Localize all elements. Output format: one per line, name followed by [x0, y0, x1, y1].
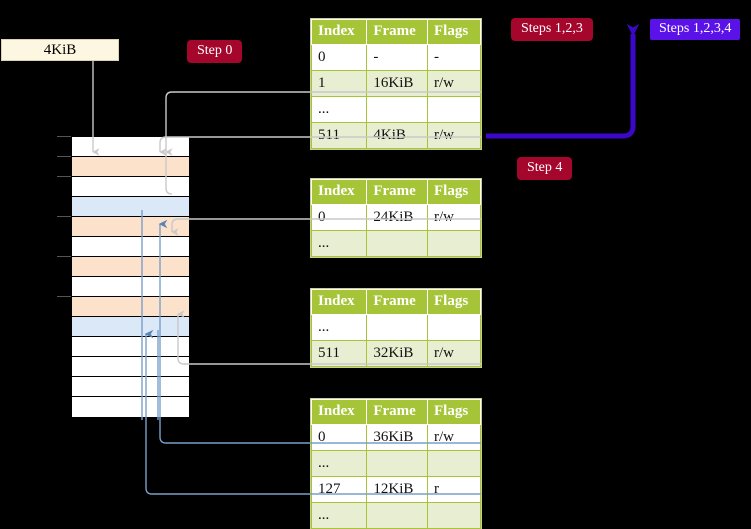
- memory-frame-cell: [71, 136, 190, 158]
- cell-frame: [366, 502, 428, 529]
- memory-frame-cell: [71, 196, 190, 218]
- cell-flags: [426, 96, 482, 123]
- table-row: ...: [310, 96, 482, 123]
- cell-frame: 16KiB: [366, 70, 428, 97]
- memory-tick-mark: [57, 216, 71, 217]
- cell-index: 511: [310, 340, 368, 367]
- page-size-box: 4KiB: [1, 39, 119, 61]
- column-header-flags: Flags: [426, 19, 482, 45]
- column-header-flags: Flags: [426, 289, 482, 315]
- memory-frame-cell: [71, 176, 190, 198]
- cell-frame: [366, 96, 428, 123]
- column-header-index: Index: [310, 19, 368, 45]
- memory-tick-mark: [57, 176, 71, 177]
- cell-index: ...: [310, 450, 368, 477]
- table-header-row: Index Frame Flags: [310, 289, 482, 315]
- cell-index: ...: [310, 96, 368, 123]
- cell-index: 127: [310, 476, 368, 503]
- table-header-row: Index Frame Flags: [310, 399, 482, 425]
- table-row: ...: [310, 314, 482, 341]
- column-header-frame: Frame: [366, 289, 428, 315]
- cell-flags: [426, 450, 482, 477]
- memory-frame-cell: [71, 216, 190, 238]
- badge-step-4: Step 4: [518, 158, 572, 180]
- memory-frame-cell: [71, 396, 190, 418]
- cell-flags: r: [426, 476, 482, 503]
- cell-index: ...: [310, 502, 368, 529]
- cell-flags: -: [426, 44, 482, 71]
- badge-step-0: Step 0: [188, 41, 242, 63]
- cell-frame: -: [366, 44, 428, 71]
- cell-index: 0: [310, 424, 368, 451]
- cell-frame: 24KiB: [366, 204, 428, 231]
- memory-frame-cell: [71, 316, 190, 338]
- memory-frame-cell: [71, 356, 190, 378]
- column-header-index: Index: [310, 399, 368, 425]
- cell-frame: [366, 230, 428, 257]
- cell-frame: 12KiB: [366, 476, 428, 503]
- cell-frame: 4KiB: [366, 122, 428, 149]
- cell-flags: r/w: [426, 122, 482, 149]
- memory-tick-mark: [57, 136, 71, 137]
- badge-steps-1234: Steps 1,2,3,4: [650, 19, 741, 41]
- physical-memory-column: [71, 136, 190, 418]
- table-row: ...: [310, 502, 482, 529]
- cell-index: ...: [310, 230, 368, 257]
- memory-frame-cell: [71, 296, 190, 318]
- table-row: ...: [310, 230, 482, 257]
- cell-frame: 32KiB: [366, 340, 428, 367]
- cell-flags: [426, 314, 482, 341]
- table-row: 0--: [310, 44, 482, 71]
- cell-frame: [366, 450, 428, 477]
- cell-flags: r/w: [426, 340, 482, 367]
- cell-flags: [426, 502, 482, 529]
- column-header-frame: Frame: [366, 19, 428, 45]
- column-header-flags: Flags: [426, 399, 482, 425]
- memory-tick-mark: [57, 156, 71, 157]
- memory-tick-mark: [57, 296, 71, 297]
- table-header-row: Index Frame Flags: [310, 19, 482, 45]
- table-row: ...: [310, 450, 482, 477]
- table-header-row: Index Frame Flags: [310, 179, 482, 205]
- cell-index: 0: [310, 44, 368, 71]
- cell-flags: [426, 230, 482, 257]
- memory-frame-cell: [71, 376, 190, 398]
- cell-flags: r/w: [426, 204, 482, 231]
- cell-index: 0: [310, 204, 368, 231]
- memory-frame-cell: [71, 156, 190, 178]
- memory-frame-cell: [71, 236, 190, 258]
- column-header-frame: Frame: [366, 399, 428, 425]
- cell-index: 1: [310, 70, 368, 97]
- column-header-index: Index: [310, 289, 368, 315]
- memory-frame-cell: [71, 256, 190, 278]
- column-header-flags: Flags: [426, 179, 482, 205]
- cell-index: 511: [310, 122, 368, 149]
- cell-index: ...: [310, 314, 368, 341]
- cell-flags: r/w: [426, 424, 482, 451]
- memory-frame-cell: [71, 336, 190, 358]
- cell-frame: 36KiB: [366, 424, 428, 451]
- column-header-frame: Frame: [366, 179, 428, 205]
- cell-flags: r/w: [426, 70, 482, 97]
- cell-frame: [366, 314, 428, 341]
- memory-frame-cell: [71, 276, 190, 298]
- memory-tick-mark: [57, 256, 71, 257]
- column-header-index: Index: [310, 179, 368, 205]
- badge-steps-123: Steps 1,2,3: [512, 19, 592, 41]
